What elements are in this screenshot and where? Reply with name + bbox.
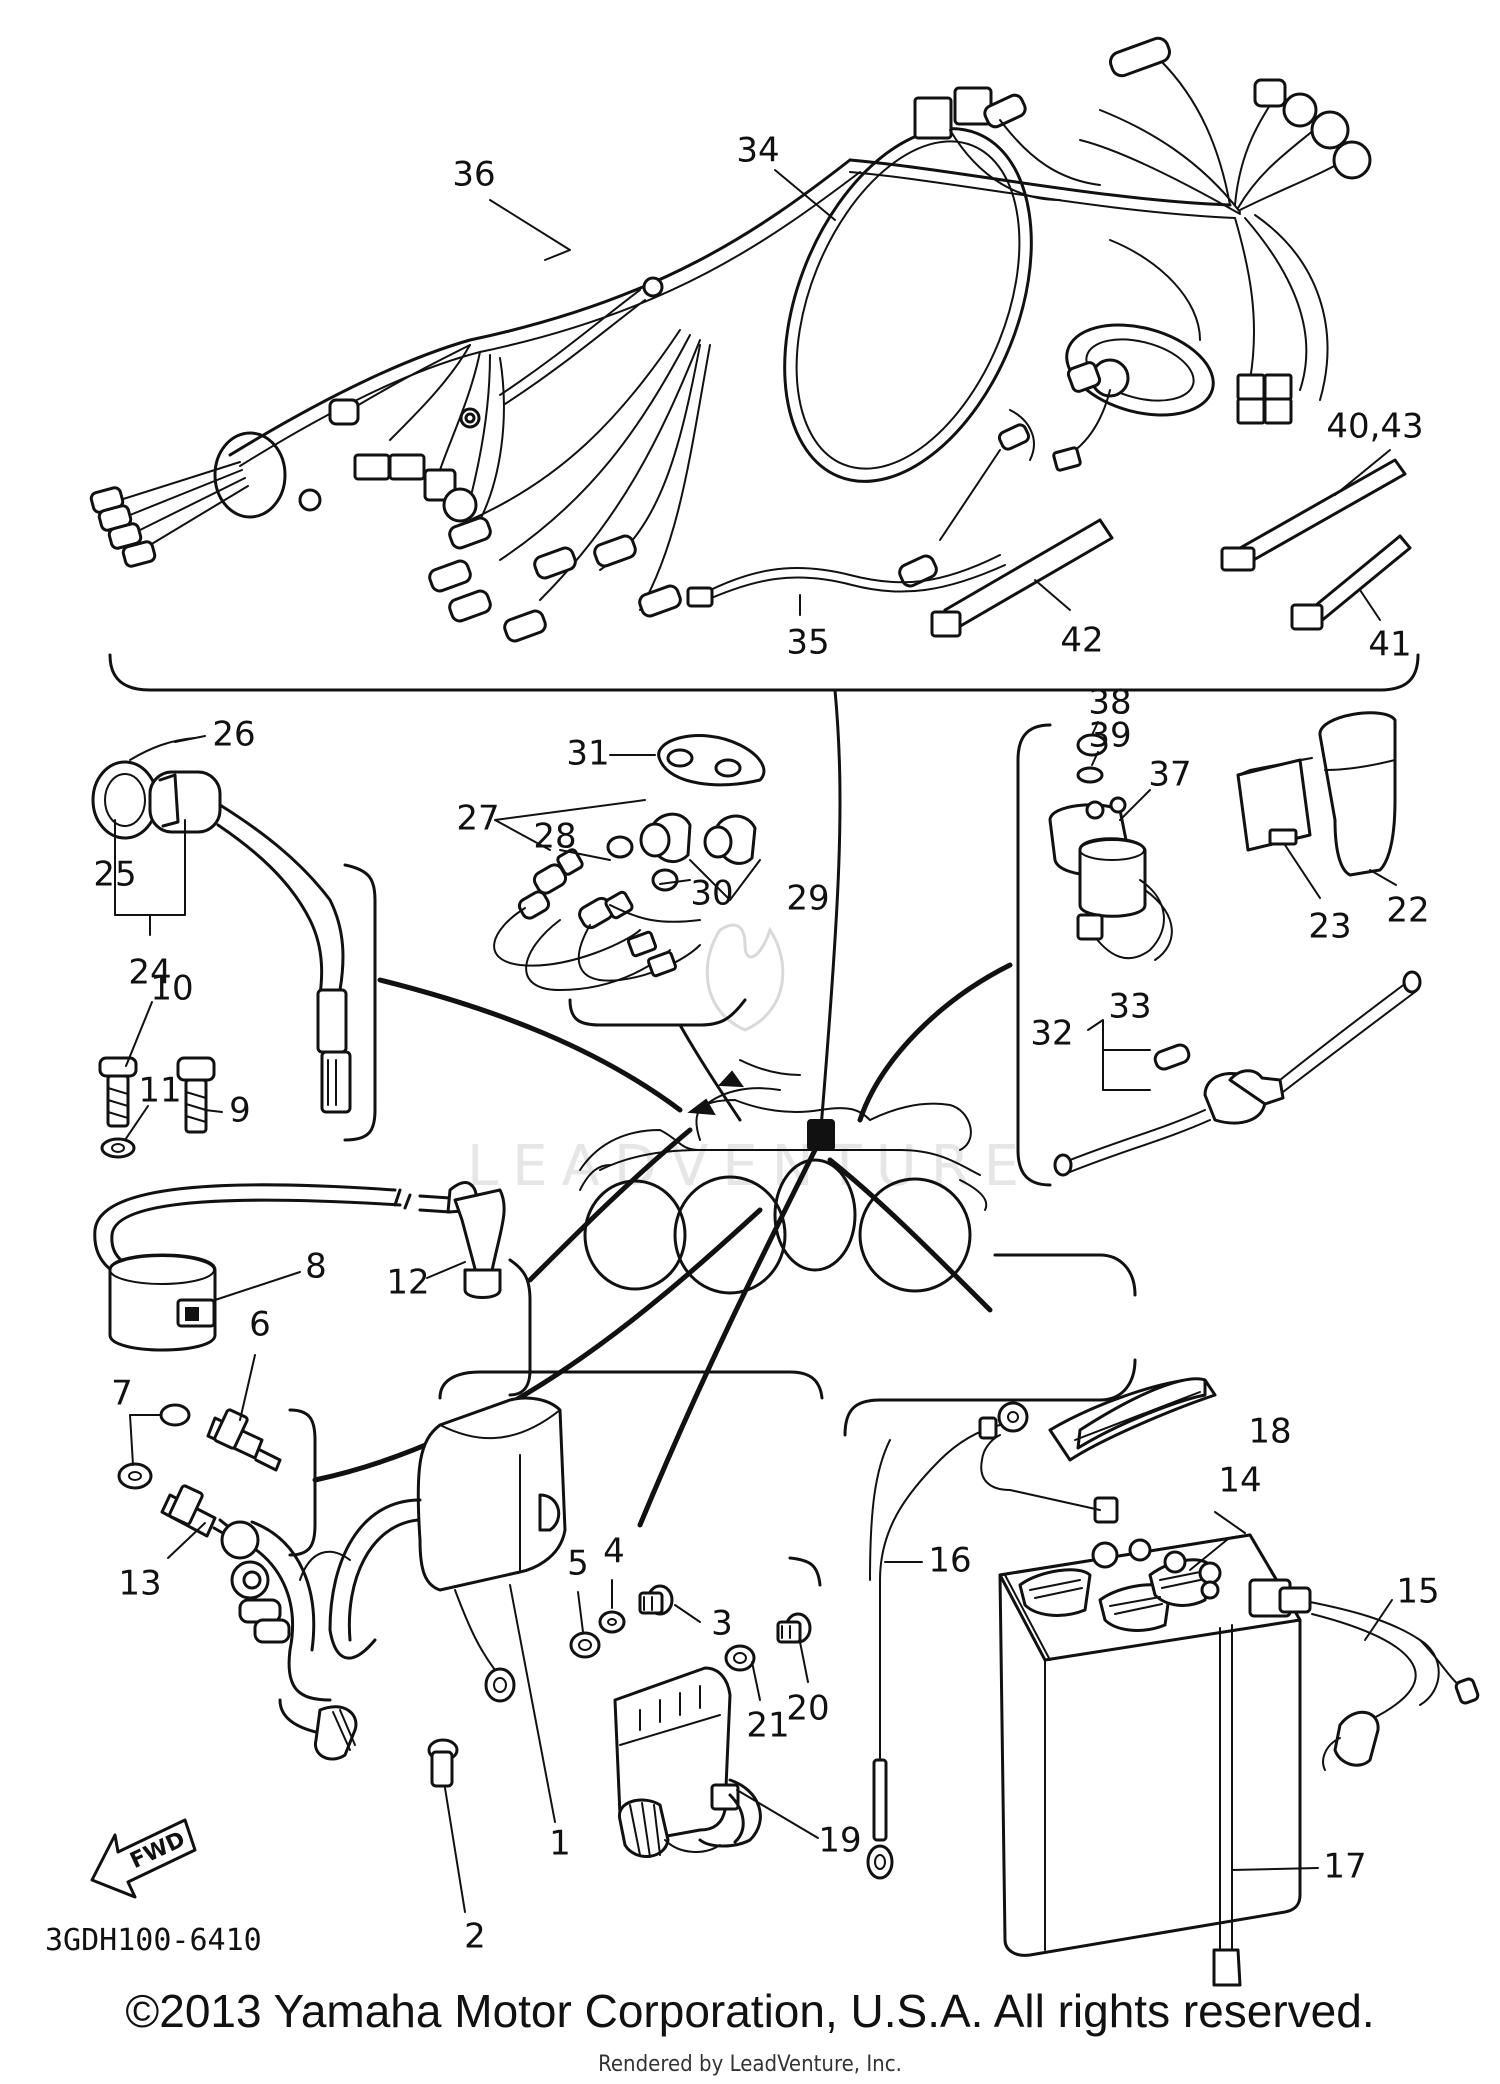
callout-42: 42 [1060,621,1103,661]
harness-pointer [818,688,842,1142]
fwd-arrow: FWD [90,1818,197,1899]
callout-18: 18 [1248,1412,1291,1452]
diagram-code: 3GDH100-6410 [45,1923,262,1958]
callout-11: 11 [138,1071,181,1111]
callout-10: 10 [150,969,193,1009]
wire-harness-group [89,36,1372,643]
leader-lines [114,169,1397,1913]
regulator-19 [613,1556,822,1858]
watermark-text: LEADVENTURE [467,1134,1033,1199]
hardware-2-5 [427,1584,812,1788]
callout-4: 4 [603,1532,625,1572]
callout-33: 33 [1108,987,1151,1027]
callout-41: 41 [1368,625,1411,665]
copyright-notice: ©2013 Yamaha Motor Corporation, U.S.A. A… [125,1985,1375,2037]
callout-9: 9 [229,1091,251,1131]
cable-tie-42 [930,518,1114,638]
lead-35 [686,554,1006,608]
cable-tie-41 [1290,534,1412,631]
callout-2: 2 [464,1917,486,1957]
callout-36: 36 [452,155,495,195]
relay-cables-27-31 [493,734,766,1122]
callout-22: 22 [1386,891,1429,931]
callout-29: 29 [786,879,829,919]
sensors-6-7-13 [117,1403,317,1557]
callout-37: 37 [1148,755,1191,795]
callout-31: 31 [566,734,609,774]
callout-25: 25 [93,855,136,895]
callout-34: 34 [736,131,779,171]
rendered-by-notice: Rendered by LeadVenture, Inc. [598,2052,902,2077]
callout-16: 16 [928,1541,971,1581]
callout-8: 8 [305,1247,327,1287]
callout-38: 38 [1088,683,1131,723]
starter-switch-24 [91,737,377,1142]
callout-6: 6 [249,1305,271,1345]
callout-13: 13 [118,1564,161,1604]
cdi-unit-1 [220,1370,824,1761]
callout-14: 14 [1218,1461,1261,1501]
callout-20: 20 [786,1689,829,1729]
pointer-lines [312,962,1013,1528]
frame-silhouette [579,1059,988,1295]
callout-39: 39 [1088,716,1131,756]
callout-1: 1 [549,1824,571,1864]
callout-26: 26 [212,715,255,755]
relay-group-right [1016,711,1422,1187]
callout-15: 15 [1396,1572,1439,1612]
callout-32: 32 [1030,1014,1073,1054]
callout-24: 24 [128,953,171,993]
harness-bracket [108,653,1420,692]
callout-23: 23 [1308,907,1351,947]
ground-lead-36 [459,276,664,429]
callout-7: 7 [111,1374,133,1414]
callout-40-43: 40,43 [1326,407,1423,447]
callout-12: 12 [386,1263,429,1303]
battery-14 [843,1253,1480,1987]
callout-17: 17 [1323,1847,1366,1887]
callout-19: 19 [818,1821,861,1861]
bolts-9-10-11 [98,1056,216,1159]
callouts: 36 34 35 42 40,43 41 26 25 24 31 27 28 3… [93,131,1439,1957]
callout-3: 3 [711,1604,733,1644]
ignition-coil-8 [93,1181,532,1397]
callout-27: 27 [456,799,499,839]
callout-35: 35 [786,623,829,663]
callout-5: 5 [567,1544,589,1584]
callout-28: 28 [533,817,576,857]
callout-21: 21 [746,1706,789,1746]
callout-30: 30 [690,874,733,914]
watermark: LEADVENTURE [467,923,1033,1199]
